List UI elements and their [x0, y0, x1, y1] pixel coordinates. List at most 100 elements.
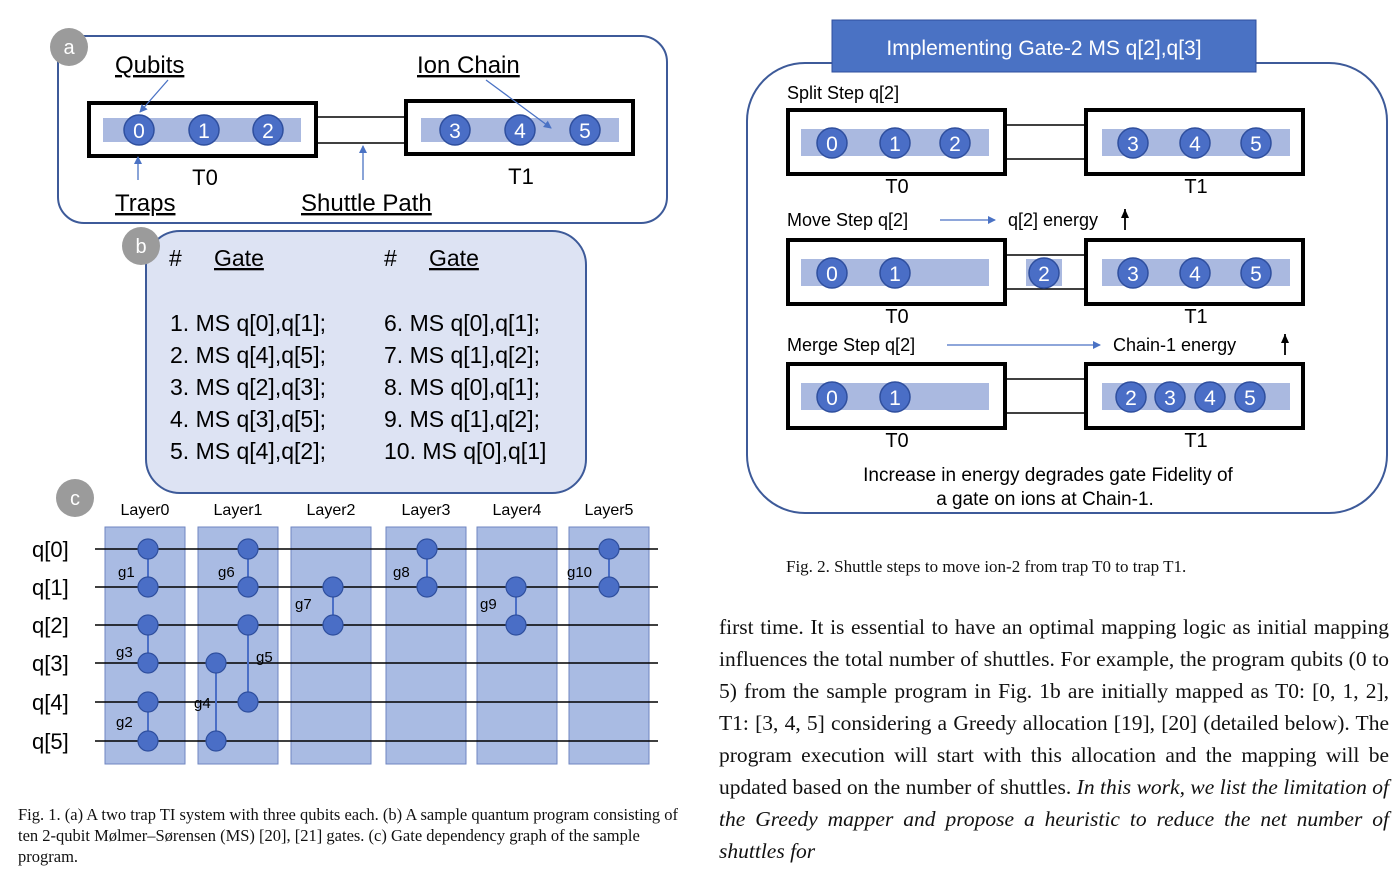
gate-node	[505, 576, 527, 598]
arrow-qubits	[139, 79, 169, 113]
svg-text:4: 4	[514, 120, 526, 143]
layer-column	[104, 526, 186, 765]
layer-column	[197, 526, 279, 765]
gate-node	[137, 576, 159, 598]
fig2: Implementing Gate-2 MS q[2],q[3] Split S…	[746, 19, 1388, 514]
ion-label: 5	[1244, 387, 1256, 410]
svg-text:3: 3	[449, 120, 461, 143]
gate-node	[205, 730, 227, 752]
body-plain-text: first time. It is essential to have an o…	[719, 615, 1389, 799]
gate-node	[598, 576, 620, 598]
ion-t0-0: 0	[123, 114, 155, 146]
step-annotation: q[2] energy	[1008, 210, 1098, 230]
panel-b-badge-label: b	[135, 236, 146, 258]
fig2-footer-line: Increase in energy degrades gate Fidelit…	[863, 465, 1233, 486]
ion-label: 5	[1250, 263, 1262, 286]
gate-node	[137, 691, 159, 713]
gate-list-item: 10. MS q[0],q[1]	[384, 438, 546, 464]
ion-label: 2	[1125, 387, 1137, 410]
gate-node	[237, 538, 259, 560]
gate-list-item: 6. MS q[0],q[1];	[384, 310, 540, 336]
svg-text:0: 0	[133, 120, 145, 143]
fig2-caption: Fig. 2. Shuttle steps to move ion-2 from…	[786, 557, 1187, 576]
fig1-panel-a: a 0 1 2 3 4 5 T0 T1 Qubits Ion Chain Tra…	[50, 28, 668, 224]
ion	[1028, 257, 1060, 289]
fig1-panel-b: b # Gate # Gate 1. MS q[0],q[1]; 2. MS q…	[122, 227, 587, 494]
panel-b-badge	[122, 227, 160, 265]
layer-label: Layer4	[493, 502, 542, 519]
fig1-caption: Fig. 1. (a) A two trap TI system with th…	[18, 805, 679, 866]
ion-label: 0	[826, 133, 838, 156]
layer-column	[476, 526, 558, 765]
ion	[1115, 381, 1147, 413]
ion	[816, 381, 848, 413]
panel-c-badge	[56, 479, 94, 517]
gate-node	[137, 538, 159, 560]
ion	[816, 257, 848, 289]
ion-t1-5: 5	[569, 114, 601, 146]
panel-c-badge-label: c	[70, 488, 80, 510]
layer-column	[290, 526, 372, 765]
gate-node	[416, 576, 438, 598]
ion-label: 1	[889, 263, 901, 286]
gate-node	[237, 614, 259, 636]
col-hash-right: #	[384, 245, 397, 271]
fig2-footer-line: a gate on ions at Chain-1.	[936, 489, 1154, 510]
label-traps: Traps	[115, 190, 175, 217]
qubit-label: q[2]	[32, 613, 69, 638]
ion	[879, 257, 911, 289]
ion-label: 3	[1127, 263, 1139, 286]
col-gate-right: Gate	[429, 245, 479, 271]
svg-text:5: 5	[579, 120, 591, 143]
ion-t0-1: 1	[188, 114, 220, 146]
gate-node	[137, 730, 159, 752]
ion	[1240, 127, 1272, 159]
trap-name: T0	[885, 306, 908, 328]
gate-node	[322, 576, 344, 598]
ion-label: 1	[889, 387, 901, 410]
label-ion-chain: Ion Chain	[417, 52, 520, 79]
gate-list-item: 1. MS q[0],q[1];	[170, 310, 326, 336]
trap-name: T0	[885, 430, 908, 452]
ion	[1194, 381, 1226, 413]
gate-node	[237, 691, 259, 713]
trap-t0-label: T0	[192, 165, 218, 190]
ion-label: 4	[1189, 133, 1201, 156]
gate-list-item: 5. MS q[4],q[2];	[170, 438, 326, 464]
qubit-label: q[4]	[32, 690, 69, 715]
step-label: Split Step q[2]	[787, 83, 899, 103]
layer-label: Layer3	[402, 502, 451, 519]
qubit-label: q[1]	[32, 575, 69, 600]
col-hash-left: #	[169, 245, 182, 271]
ion	[939, 127, 971, 159]
qubit-label: q[5]	[32, 729, 69, 754]
trap-t1-label: T1	[508, 164, 534, 189]
gate-label: g8	[393, 564, 410, 581]
trap-name: T1	[1184, 306, 1207, 328]
col-gate-left: Gate	[214, 245, 264, 271]
gate-label: g5	[256, 649, 273, 666]
gate-node	[322, 614, 344, 636]
gate-list-item: 7. MS q[1],q[2];	[384, 342, 540, 368]
ion	[1179, 127, 1211, 159]
label-shuttle-path: Shuttle Path	[301, 190, 432, 217]
ion	[1117, 127, 1149, 159]
gate-node	[205, 652, 227, 674]
layer-label: Layer1	[214, 502, 263, 519]
gate-node	[137, 614, 159, 636]
ion	[1240, 257, 1272, 289]
svg-text:2: 2	[262, 120, 274, 143]
ion-label: 5	[1250, 133, 1262, 156]
gate-node	[416, 538, 438, 560]
ion	[1154, 381, 1186, 413]
ion-label: 2	[949, 133, 961, 156]
gate-label: g7	[295, 596, 312, 613]
ion-label: 4	[1204, 387, 1216, 410]
ion	[1234, 381, 1266, 413]
panel-a-badge	[50, 28, 88, 66]
body-italic-text: In this work, we list the limitation of …	[719, 775, 1390, 863]
panel-a-badge-label: a	[63, 37, 75, 59]
layer-label: Layer5	[585, 502, 634, 519]
